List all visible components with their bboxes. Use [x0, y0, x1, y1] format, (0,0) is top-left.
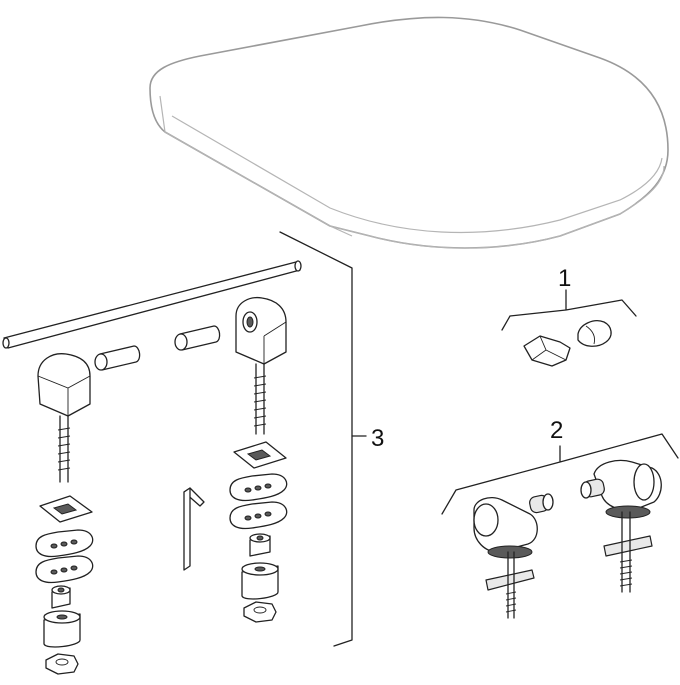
collar-left: [51, 585, 71, 609]
cylinder-spacer-left: [43, 610, 81, 648]
collar-right: [249, 533, 271, 557]
hinge-assembly-right: [580, 459, 662, 593]
hinge-block-left: [37, 353, 91, 483]
hex-nut-left: [45, 653, 79, 675]
oval-washer-right-1: [229, 473, 288, 502]
oval-washer-left-1: [35, 529, 94, 558]
cap-piece-right: [577, 320, 612, 347]
callout-label-2: 2: [550, 417, 563, 444]
cylinder-spacer-right: [241, 562, 279, 600]
hinge-assembly-left: [473, 493, 554, 619]
oval-washer-left-2: [35, 555, 94, 584]
group-2: 2: [441, 417, 679, 619]
group-3-parts: [2, 260, 302, 675]
square-washer-left: [39, 495, 93, 523]
bushing-right: [174, 325, 221, 351]
square-washer-right: [233, 441, 287, 469]
callout-label-3: 3: [371, 425, 384, 452]
oval-washer-right-2: [229, 501, 288, 530]
hinge-rod: [2, 260, 302, 349]
hex-nut-right: [243, 601, 277, 623]
allen-key: [183, 487, 205, 571]
cap-piece-left: [523, 335, 571, 367]
hinge-block-right: [235, 296, 287, 435]
bushing-left: [94, 345, 141, 371]
callout-label-1: 1: [558, 265, 571, 292]
group-3-bracket: 3: [279, 231, 384, 647]
group-1: 1: [501, 265, 637, 367]
toilet-seat-lid: [149, 16, 669, 249]
